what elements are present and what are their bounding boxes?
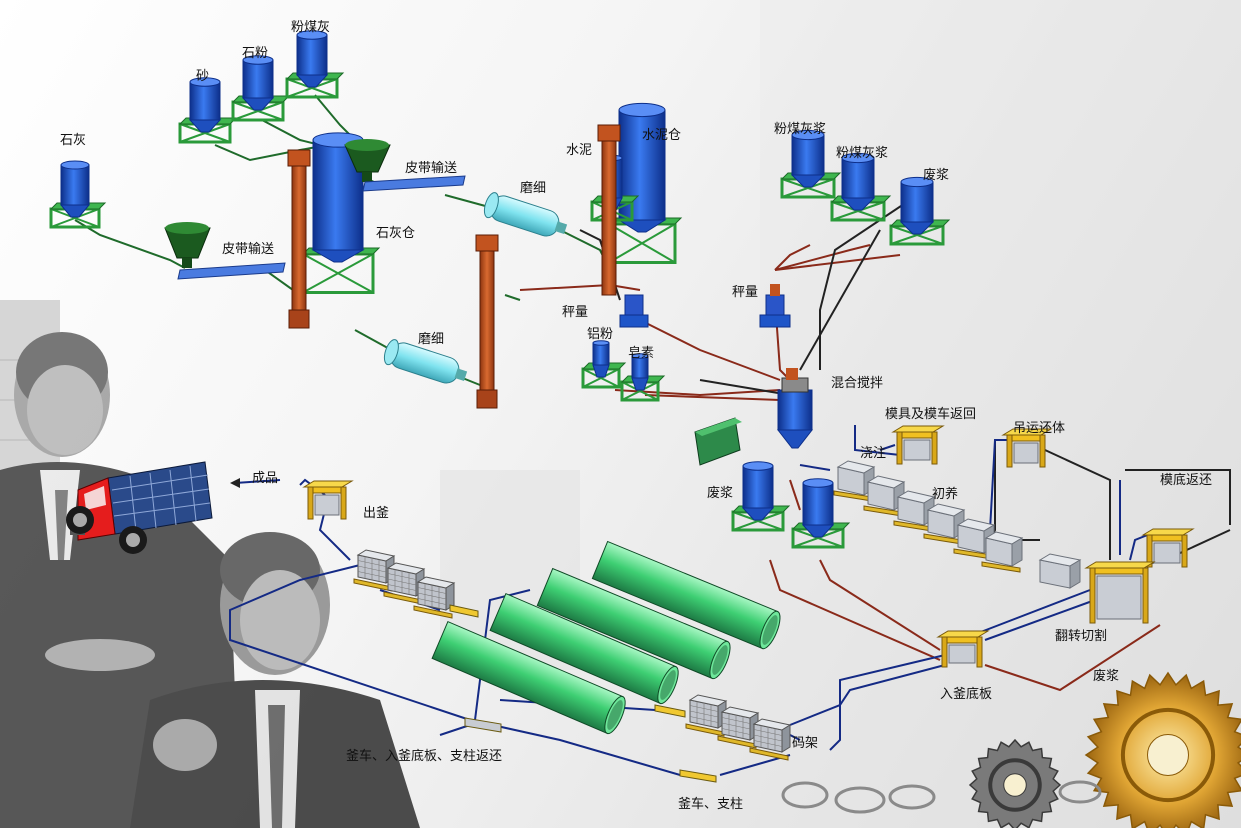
label-cement: 水泥 [566,143,592,158]
label-kettle-car-column: 釜车、支柱 [678,796,743,812]
label-grinding-2: 磨细 [520,181,546,196]
stacked-cart-3 [749,718,792,761]
gantry-into-kettle-base [936,630,990,668]
bucket-elevator-3 [597,124,621,296]
label-aluminum-powder: 铝粉 [587,327,613,342]
bucket-elevator-2 [475,234,499,409]
label-mixing: 混合搅拌 [831,375,883,391]
outbound-cart-1 [353,549,396,592]
silo-fly-ash [285,30,345,99]
belt-conveyor-1 [177,262,286,280]
gantries-group [302,425,1195,668]
label-waste-slurry-3: 废浆 [1093,668,1119,684]
label-fly-ash-slurry-1: 粉煤灰浆 [774,122,826,137]
stacked-cart-2 [717,706,760,749]
chain-rings-icon [781,780,1102,814]
weigher-slurry [759,284,791,328]
ball-mills [383,192,568,384]
silo-waste-slurry-1 [889,176,951,246]
silo-sand [178,77,238,144]
mixer-tank [776,368,814,449]
autoclave-1 [591,540,781,650]
label-into-kettle-base: 入釜底板 [940,686,992,702]
label-soap: 皂素 [628,346,654,361]
label-belt-conveyor-2: 皮带输送 [405,160,457,176]
label-weighing-2: 秤量 [732,285,758,300]
silo-fly-ash-slurry-2 [830,152,892,222]
silo-lime-small [49,160,107,229]
label-lime: 石灰 [60,133,86,148]
background-people-photo [0,300,580,828]
label-mold-return: 模具及模车返回 [885,406,976,422]
silos-group [49,30,951,549]
belt-conveyors [177,175,466,280]
label-waste-slurry-1: 废浆 [923,167,949,183]
silo-soap [620,353,666,402]
control-cabinet [694,417,742,466]
cut-cake-loose [1038,553,1082,589]
label-grinding-1: 磨细 [418,332,444,347]
gantry-mold-base-return [1141,528,1195,568]
bucket-elevator-1 [287,149,311,329]
label-fly-ash-slurry-2: 粉煤灰浆 [836,146,888,161]
label-lifting-blank: 吊运还体 [1013,421,1065,436]
label-out-of-kettle: 出釜 [363,506,389,521]
stacked-cart-1 [685,694,728,737]
curing-mold-1 [833,460,876,502]
belt-conveyor-2 [362,175,466,192]
gantry-lifting-blank [1001,428,1053,468]
hopper-1 [164,222,211,268]
weighers-and-mixer [619,284,814,466]
gantry-mold-return [891,425,945,465]
silo-stone-powder [231,55,291,122]
kettle-car-column-cart [679,769,717,783]
silo-waste-slurry-3 [791,478,851,549]
label-weighing-1: 秤量 [562,305,588,320]
hoppers [164,139,391,268]
curing-mold-6 [981,531,1024,573]
decorative-gears [781,671,1241,828]
label-waste-slurry-2: 废浆 [707,485,733,501]
flat-cart-2 [654,704,686,718]
weigher-cement [619,294,649,328]
autoclave-2 [536,567,731,680]
silo-aluminum-powder [581,340,627,389]
label-mold-base-return: 模底返还 [1160,472,1212,488]
flat-cart-1 [449,604,479,618]
silo-fly-ash-slurry-1 [780,129,842,199]
label-belt-conveyor-1: 皮带输送 [222,241,274,257]
molds-group [353,460,1136,783]
gear-gray-icon [968,738,1062,828]
delivery-truck [66,461,213,554]
label-flip-cutting: 翻转切割 [1055,628,1107,644]
label-precuring: 初养 [932,486,958,502]
autoclaves-group [431,540,781,735]
ball-mill-2 [483,192,568,237]
autoclave-4 [431,620,626,735]
gantry-out-of-kettle [302,480,354,520]
silo-waste-slurry-2 [731,461,791,532]
autoclave-3 [489,592,679,705]
gear-gold-icon [1084,671,1241,828]
label-kettle-car-return: 釜车、入釜底板、支柱返还 [346,748,502,764]
label-pouring: 浇注 [860,446,886,461]
elevators [287,124,621,409]
ball-mill-1 [383,339,468,384]
gantry-flip-cutting [1084,561,1156,624]
label-fly-ash: 粉煤灰 [291,20,330,35]
label-cement-silo: 水泥仓 [642,128,681,143]
labels-group: 石灰砂石粉粉煤灰皮带输送皮带输送石灰仓磨细磨细水泥水泥仓秤量秤量铝粉皂素粉煤灰浆… [60,20,1212,812]
label-stone-powder: 石粉 [242,46,268,61]
label-lime-silo: 石灰仓 [376,226,415,241]
curing-mold-2 [863,475,906,517]
label-stacking: 码架 [792,736,818,751]
finished-product-arrow-icon [230,478,240,488]
hopper-2 [344,139,391,182]
kettle-car-return-cart [464,717,502,733]
outbound-cart-3 [413,576,456,619]
label-sand: 砂 [196,69,209,84]
label-finished-product: 成品 [252,471,278,486]
